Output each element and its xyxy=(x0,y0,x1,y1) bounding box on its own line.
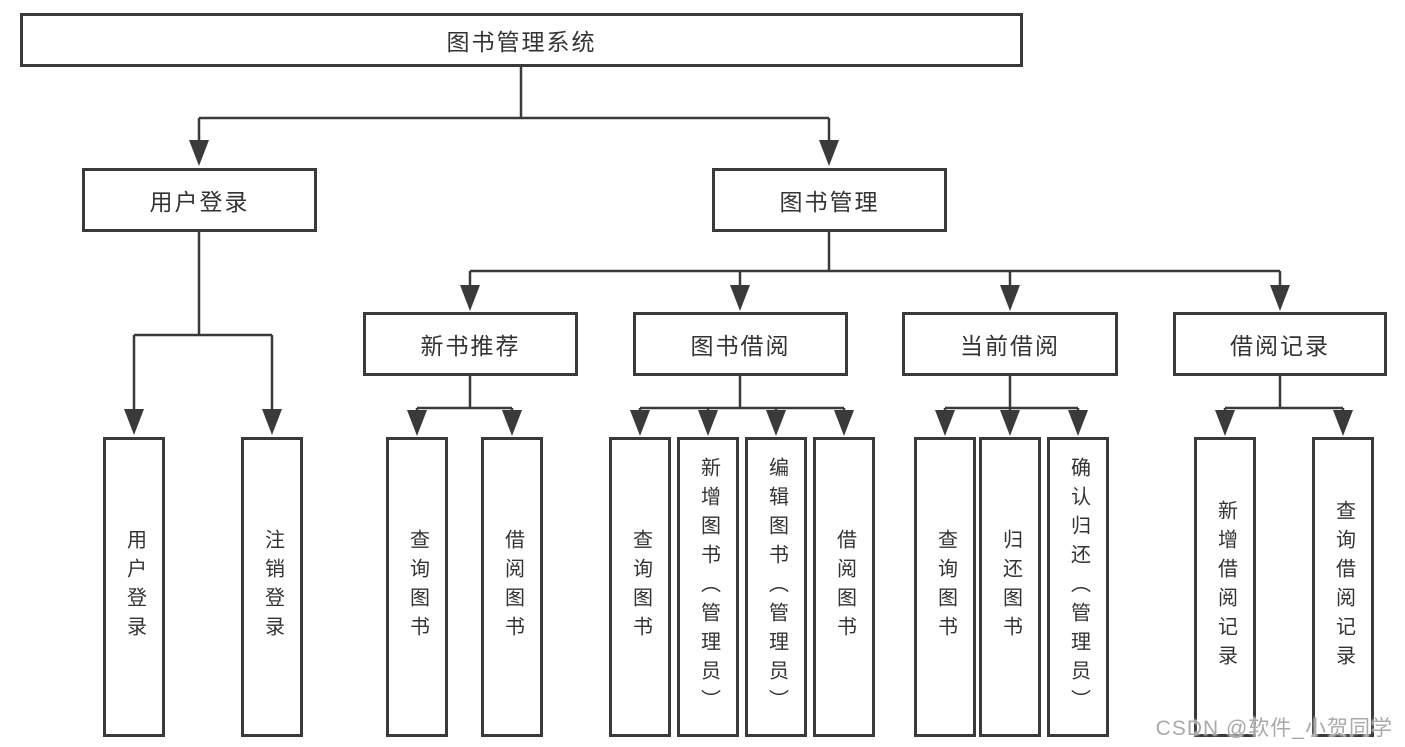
arrowhead xyxy=(1333,410,1353,436)
arrowhead xyxy=(819,140,839,166)
arrowhead xyxy=(460,285,480,311)
node-label: 图书借阅 xyxy=(690,333,791,359)
arrowhead xyxy=(189,140,209,166)
connector-user-login-to-children xyxy=(124,231,282,435)
node-label: 新增借阅记录 xyxy=(1214,500,1237,674)
leaf-recommend-query-books: 查询图书 xyxy=(386,437,448,737)
leaf-borrow-borrow-books: 借阅图书 xyxy=(813,437,875,737)
connector-root-to-branches xyxy=(189,66,839,166)
node-label: 确认归还（管理员） xyxy=(1067,456,1090,718)
node-label: 用户登录 xyxy=(149,189,250,215)
arrowhead xyxy=(630,410,650,436)
leaf-recommend-borrow-books: 借阅图书 xyxy=(481,437,543,737)
leaf-borrow-add-books-admin: 新增图书（管理员） xyxy=(677,437,739,737)
arrowhead xyxy=(1270,285,1290,311)
arrowhead xyxy=(262,409,282,435)
connector-borrow-records-to-children xyxy=(1215,375,1353,436)
arrowhead xyxy=(935,410,955,436)
section-new-book-recommend: 新书推荐 xyxy=(363,312,578,376)
node-label: 当前借阅 xyxy=(960,333,1060,359)
section-current-borrow: 当前借阅 xyxy=(902,312,1118,376)
arrowhead xyxy=(730,285,750,311)
arrowhead xyxy=(834,410,854,436)
leaf-current-query-books: 查询图书 xyxy=(914,437,976,737)
arrowhead xyxy=(407,410,427,436)
leaf-borrow-query-books: 查询图书 xyxy=(609,437,671,737)
connector-book-borrow-to-children xyxy=(630,375,854,436)
node-label: 新增图书（管理员） xyxy=(697,456,720,718)
branch-user-login: 用户登录 xyxy=(82,168,317,232)
node-label: 图书管理系统 xyxy=(446,29,597,55)
arrowhead xyxy=(1000,285,1020,311)
node-label: 编辑图书（管理员） xyxy=(765,456,788,718)
connector-new-book-recommend-to-children xyxy=(407,375,522,436)
section-borrow-records: 借阅记录 xyxy=(1173,312,1387,376)
node-label: 借阅图书 xyxy=(501,529,524,645)
leaf-records-query-borrow-record: 查询借阅记录 xyxy=(1312,437,1374,737)
csdn-watermark: CSDN @软件_小贺同学 xyxy=(1155,717,1393,740)
leaf-borrow-edit-books-admin: 编辑图书（管理员） xyxy=(745,437,807,737)
node-label: 查询图书 xyxy=(629,529,652,645)
arrowhead xyxy=(1215,410,1235,436)
leaf-current-confirm-return-admin: 确认归还（管理员） xyxy=(1047,437,1109,737)
arrowhead xyxy=(698,410,718,436)
node-label: 查询图书 xyxy=(406,529,429,645)
node-label: 用户登录 xyxy=(123,529,146,645)
connector-book-management-to-sections xyxy=(460,231,1290,311)
node-label: 查询图书 xyxy=(934,529,957,645)
node-label: 查询借阅记录 xyxy=(1332,500,1355,674)
connector-current-borrow-to-children xyxy=(935,375,1088,436)
node-label: 借阅记录 xyxy=(1230,333,1330,359)
node-label: 图书管理 xyxy=(779,189,880,215)
node-label: 归还图书 xyxy=(999,529,1022,645)
node-label: 注销登录 xyxy=(261,529,284,645)
leaf-user-login: 用户登录 xyxy=(103,437,165,737)
node-label: 新书推荐 xyxy=(420,333,521,359)
leaf-records-add-borrow-record: 新增借阅记录 xyxy=(1194,437,1256,737)
arrowhead xyxy=(124,409,144,435)
branch-book-management: 图书管理 xyxy=(712,168,947,232)
leaf-current-return-books: 归还图书 xyxy=(979,437,1041,737)
arrowhead xyxy=(1068,410,1088,436)
node-label: 借阅图书 xyxy=(833,529,856,645)
arrowhead xyxy=(1000,410,1020,436)
leaf-logout: 注销登录 xyxy=(241,437,303,737)
arrowhead xyxy=(766,410,786,436)
section-book-borrow: 图书借阅 xyxy=(633,312,848,376)
node-library-management-system: 图书管理系统 xyxy=(20,13,1023,67)
arrowhead xyxy=(502,410,522,436)
